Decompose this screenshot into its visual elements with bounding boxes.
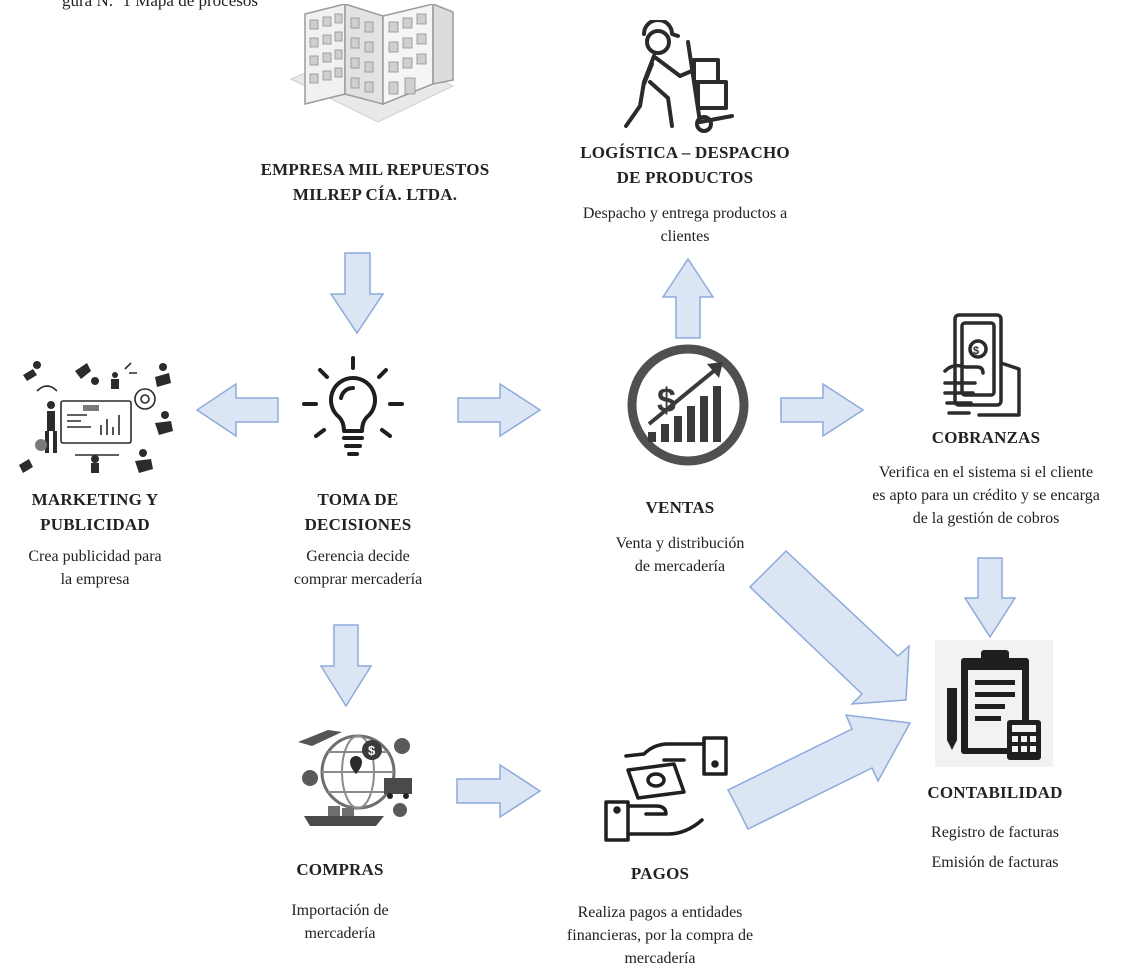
arrow-toma-to-marketing [195, 382, 279, 438]
arrow-ventas-to-contabilidad [748, 549, 910, 705]
compras-desc-line: Importación de [291, 901, 389, 919]
arrow-ventas-to-cobranzas [780, 382, 865, 438]
lightbulb-icon [302, 356, 404, 456]
arrow-compras-to-pagos [456, 763, 542, 819]
cobranzas-title-line: COBRANZAS [931, 428, 1041, 447]
logistica-desc: Despacho y entrega productos a clientes [540, 202, 830, 248]
logistica-title: LOGÍSTICA – DESPACHO DE PRODUCTOS [540, 141, 830, 190]
ventas-title-line: VENTAS [645, 498, 715, 517]
marketing-title: MARKETING Y PUBLICIDAD [0, 488, 190, 537]
svg-text:$: $ [368, 743, 376, 758]
node-pagos: PAGOS Realiza pagos a entidades financie… [535, 862, 785, 970]
marketing-desc: Crea publicidad para la empresa [0, 545, 190, 591]
node-marketing: MARKETING Y PUBLICIDAD Crea publicidad p… [0, 488, 190, 592]
svg-text:$: $ [657, 382, 676, 420]
cobranzas-title: COBRANZAS [836, 426, 1136, 451]
logistica-desc-line: Despacho y entrega productos a [582, 205, 788, 223]
ventas-title: VENTAS [580, 496, 780, 521]
node-toma-decisiones: TOMA DE DECISIONES Gerencia decide compr… [258, 488, 458, 592]
pagos-desc-line: mercadería [624, 950, 696, 968]
logistica-title-line: DE PRODUCTOS [616, 167, 754, 187]
contabilidad-desc-line: Emisión de facturas [931, 854, 1059, 872]
caption-fragment-wrap: gura N.º 1 Mapa de procesos [0, 0, 300, 20]
ventas-desc-line: Venta y distribución [615, 534, 745, 552]
toma-desc-line: Gerencia decide [306, 548, 410, 566]
cobranzas-desc: Verifica en el sistema si el cliente es … [836, 461, 1136, 531]
empresa-title-line: MILREP CÍA. LTDA. [292, 184, 458, 204]
toma-desc: Gerencia decide comprar mercadería [258, 545, 458, 591]
ventas-desc: Venta y distribución de mercadería [580, 532, 780, 578]
arrow-toma-to-ventas [457, 382, 542, 438]
clipboard-calculator-icon [935, 640, 1053, 767]
pagos-desc: Realiza pagos a entidades financieras, p… [535, 901, 785, 971]
marketing-desc-line: la empresa [60, 571, 130, 589]
node-compras: COMPRAS Importación de mercadería [240, 858, 440, 945]
money-hand-icon: $ [943, 313, 1021, 417]
empresa-title-line: EMPRESA MIL REPUESTOS [260, 160, 490, 179]
global-logistics-icon: $ [298, 730, 412, 826]
ventas-desc-line: de mercadería [634, 557, 726, 575]
arrow-empresa-to-toma [329, 252, 385, 335]
contabilidad-title-line: CONTABILIDAD [927, 783, 1063, 802]
marketing-team-icon [19, 361, 173, 473]
sales-growth-icon: $ [627, 344, 749, 466]
compras-title: COMPRAS [240, 858, 440, 883]
marketing-title-line: MARKETING Y [31, 490, 159, 509]
toma-desc-line: comprar mercadería [293, 571, 423, 589]
arrow-ventas-to-logistica [661, 257, 715, 339]
payment-hands-icon [604, 736, 728, 842]
arrow-cobranzas-to-contabilidad [963, 557, 1017, 639]
arrow-pagos-to-contabilidad [726, 714, 912, 831]
compras-desc: Importación de mercadería [240, 899, 440, 945]
pagos-desc-line: financieras, por la compra de [566, 926, 754, 944]
cobranzas-desc-line: Verifica en el sistema si el cliente [878, 463, 1094, 481]
node-ventas: VENTAS Venta y distribución de mercaderí… [580, 496, 780, 578]
cobranzas-desc-line: de la gestión de cobros [912, 510, 1060, 528]
pagos-desc-line: Realiza pagos a entidades [577, 903, 743, 921]
node-logistica: LOGÍSTICA – DESPACHO DE PRODUCTOS Despac… [540, 141, 830, 249]
node-contabilidad: CONTABILIDAD Registro de facturas Emisió… [895, 781, 1095, 878]
contabilidad-title: CONTABILIDAD [895, 781, 1095, 806]
marketing-desc-line: Crea publicidad para [28, 548, 162, 566]
compras-desc-line: mercadería [304, 924, 376, 942]
logistica-title-line: LOGÍSTICA – DESPACHO [580, 143, 790, 162]
toma-title-line: DECISIONES [304, 514, 412, 534]
node-empresa: EMPRESA MIL REPUESTOS MILREP CÍA. LTDA. [225, 158, 525, 207]
svg-text:$: $ [973, 345, 979, 357]
pagos-title: PAGOS [535, 862, 785, 887]
marketing-title-line: PUBLICIDAD [40, 514, 150, 534]
pagos-title-line: PAGOS [630, 864, 690, 883]
delivery-worker-icon [624, 20, 734, 133]
contabilidad-desc: Registro de facturas Emisión de facturas [895, 818, 1095, 879]
cobranzas-desc-line: es apto para un crédito y se encarga [872, 486, 1100, 504]
contabilidad-desc-line: Registro de facturas [931, 823, 1059, 841]
figure-caption: gura N.º 1 Mapa de procesos [62, 0, 258, 10]
toma-title-line: TOMA DE [317, 490, 399, 509]
arrow-toma-to-compras [319, 624, 373, 708]
node-cobranzas: COBRANZAS Verifica en el sistema si el c… [836, 426, 1136, 530]
compras-title-line: COMPRAS [296, 860, 384, 879]
building-icon [289, 4, 455, 123]
toma-title: TOMA DE DECISIONES [258, 488, 458, 537]
logistica-desc-line: clientes [660, 228, 710, 246]
empresa-title: EMPRESA MIL REPUESTOS MILREP CÍA. LTDA. [225, 158, 525, 207]
